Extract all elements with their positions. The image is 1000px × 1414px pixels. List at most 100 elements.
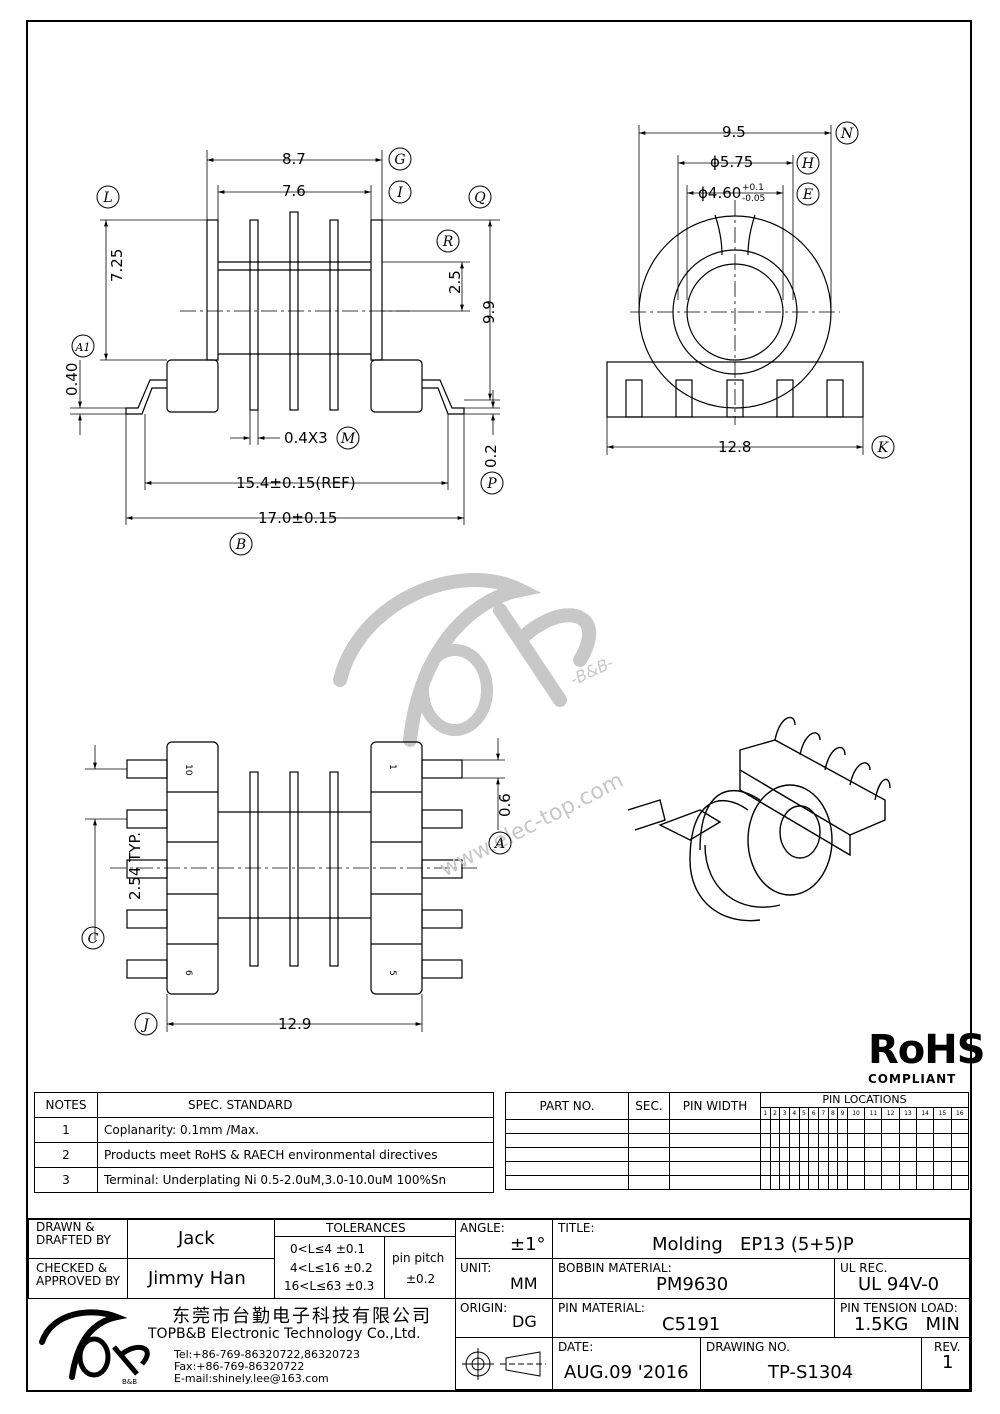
pin-location-number: 4 (788, 1106, 800, 1121)
rohs-title: RoHS (868, 1027, 986, 1073)
dim-pin-pitch: 2.54 TYP. (126, 832, 144, 900)
marker-H: H (796, 151, 820, 175)
part-cell (950, 1175, 970, 1190)
part-cell (864, 1119, 883, 1134)
title-label: TITLE: (558, 1221, 595, 1235)
marker-P: P (480, 471, 504, 495)
svg-text:M: M (340, 431, 356, 447)
part-cell (798, 1147, 810, 1162)
marker-Q: Q (468, 185, 492, 209)
part-cell (769, 1133, 781, 1148)
pin-location-number: 14 (916, 1106, 935, 1121)
company-logo: B&B (39, 1309, 150, 1386)
pin-location-number: 7 (817, 1106, 829, 1121)
company-fax: Fax:+86-769-86320722 (174, 1360, 305, 1373)
pin-location-number: 11 (864, 1106, 883, 1121)
pin-location-number: 2 (769, 1106, 781, 1121)
part-row (505, 1133, 970, 1148)
svg-text:K: K (877, 440, 890, 456)
part-cell (898, 1147, 918, 1162)
rev-label: REV. (934, 1340, 961, 1354)
part-cell (933, 1161, 952, 1176)
part-cell (788, 1161, 800, 1176)
company-tel: Tel:+86-769-86320722,86320723 (174, 1348, 361, 1361)
svg-text:H: H (801, 156, 815, 172)
svg-text:R: R (442, 234, 454, 250)
dim-width-129: 12.9 (278, 1015, 311, 1033)
pin-location-number: 10 (846, 1106, 866, 1121)
part-cell (933, 1175, 952, 1190)
note-text: Products meet RoHS & RAECH environmental… (97, 1142, 494, 1168)
part-cell (808, 1119, 819, 1134)
dim-height-25: 2.5 (446, 270, 464, 294)
angle-value: ±1° (510, 1234, 546, 1255)
part-cell (669, 1161, 761, 1176)
marker-N: N (835, 121, 859, 145)
dim-tolerance-upper: +0.1 (742, 183, 764, 193)
svg-text:Q: Q (474, 190, 486, 206)
ul-rec-value: UL 94V-0 (858, 1274, 940, 1295)
pin-location-number: 12 (881, 1106, 900, 1121)
part-cell (769, 1161, 781, 1176)
pin-material-label: PIN MATERIAL: (558, 1301, 645, 1315)
part-cell (788, 1147, 800, 1162)
svg-text:B: B (235, 537, 246, 553)
checked-by-value: Jimmy Han (148, 1268, 246, 1289)
part-cell (827, 1175, 839, 1190)
tolerance-row-2: 4<L≤16 ±0.2 (290, 1261, 373, 1275)
part-cell (788, 1119, 800, 1134)
part-cell (864, 1133, 883, 1148)
part-cell (846, 1119, 866, 1134)
part-cell (760, 1175, 771, 1190)
bobbin-material-value: PM9630 (656, 1274, 729, 1295)
part-cell (881, 1147, 900, 1162)
part-cell (628, 1147, 670, 1162)
pin-pitch-label: pin pitch (392, 1251, 445, 1265)
spec-header: SPEC. STANDARD (97, 1092, 494, 1118)
part-cell (916, 1147, 935, 1162)
marker-C: C (81, 926, 105, 950)
watermark-logo (333, 573, 597, 747)
bottom-view-dimensions (85, 738, 505, 1032)
dim-height-06: 0.6 (496, 793, 514, 817)
pin-number-1: 1 (387, 764, 397, 770)
part-cell (817, 1133, 829, 1148)
origin-value: DG (512, 1312, 537, 1331)
part-cell (769, 1175, 781, 1190)
svg-text:G: G (394, 152, 405, 168)
front-view (125, 211, 465, 415)
part-cell (628, 1161, 670, 1176)
part-cell (817, 1119, 829, 1134)
part-cell (808, 1147, 819, 1162)
part-row (505, 1119, 970, 1134)
part-cell (788, 1133, 800, 1148)
part-cell (788, 1175, 800, 1190)
part-cell (817, 1175, 829, 1190)
part-cell (808, 1161, 819, 1176)
part-cell (933, 1119, 952, 1134)
note-text: Terminal: Underplating Ni 0.5-2.0uM,3.0-… (97, 1167, 494, 1193)
part-row (505, 1147, 970, 1162)
part-cell (881, 1133, 900, 1148)
date-value: AUG.09 '2016 (564, 1362, 689, 1383)
dim-diameter-460: ϕ4.60 (698, 184, 741, 202)
pin-tension-value: 1.5KG MIN (854, 1314, 960, 1335)
drawing-frame (26, 20, 972, 1392)
pin-location-number: 16 (950, 1106, 970, 1121)
marker-R: R (436, 229, 460, 253)
part-no-header: PART NO. (505, 1092, 629, 1120)
bobbin-material-label: BOBBIN MATERIAL: (558, 1261, 672, 1275)
part-cell (846, 1133, 866, 1148)
dim-width-170: 17.0±0.15 (258, 509, 337, 527)
pin-location-number: 13 (898, 1106, 918, 1121)
dim-pin-width: 0.4X3 (284, 429, 328, 447)
part-cell (881, 1119, 900, 1134)
part-cell (916, 1133, 935, 1148)
part-cell (760, 1119, 771, 1134)
svg-text:E: E (802, 187, 813, 203)
drawn-label: DRAWN & DRAFTED BY (36, 1220, 111, 1247)
part-cell (898, 1133, 918, 1148)
part-cell (837, 1175, 848, 1190)
svg-text:L: L (102, 190, 112, 206)
